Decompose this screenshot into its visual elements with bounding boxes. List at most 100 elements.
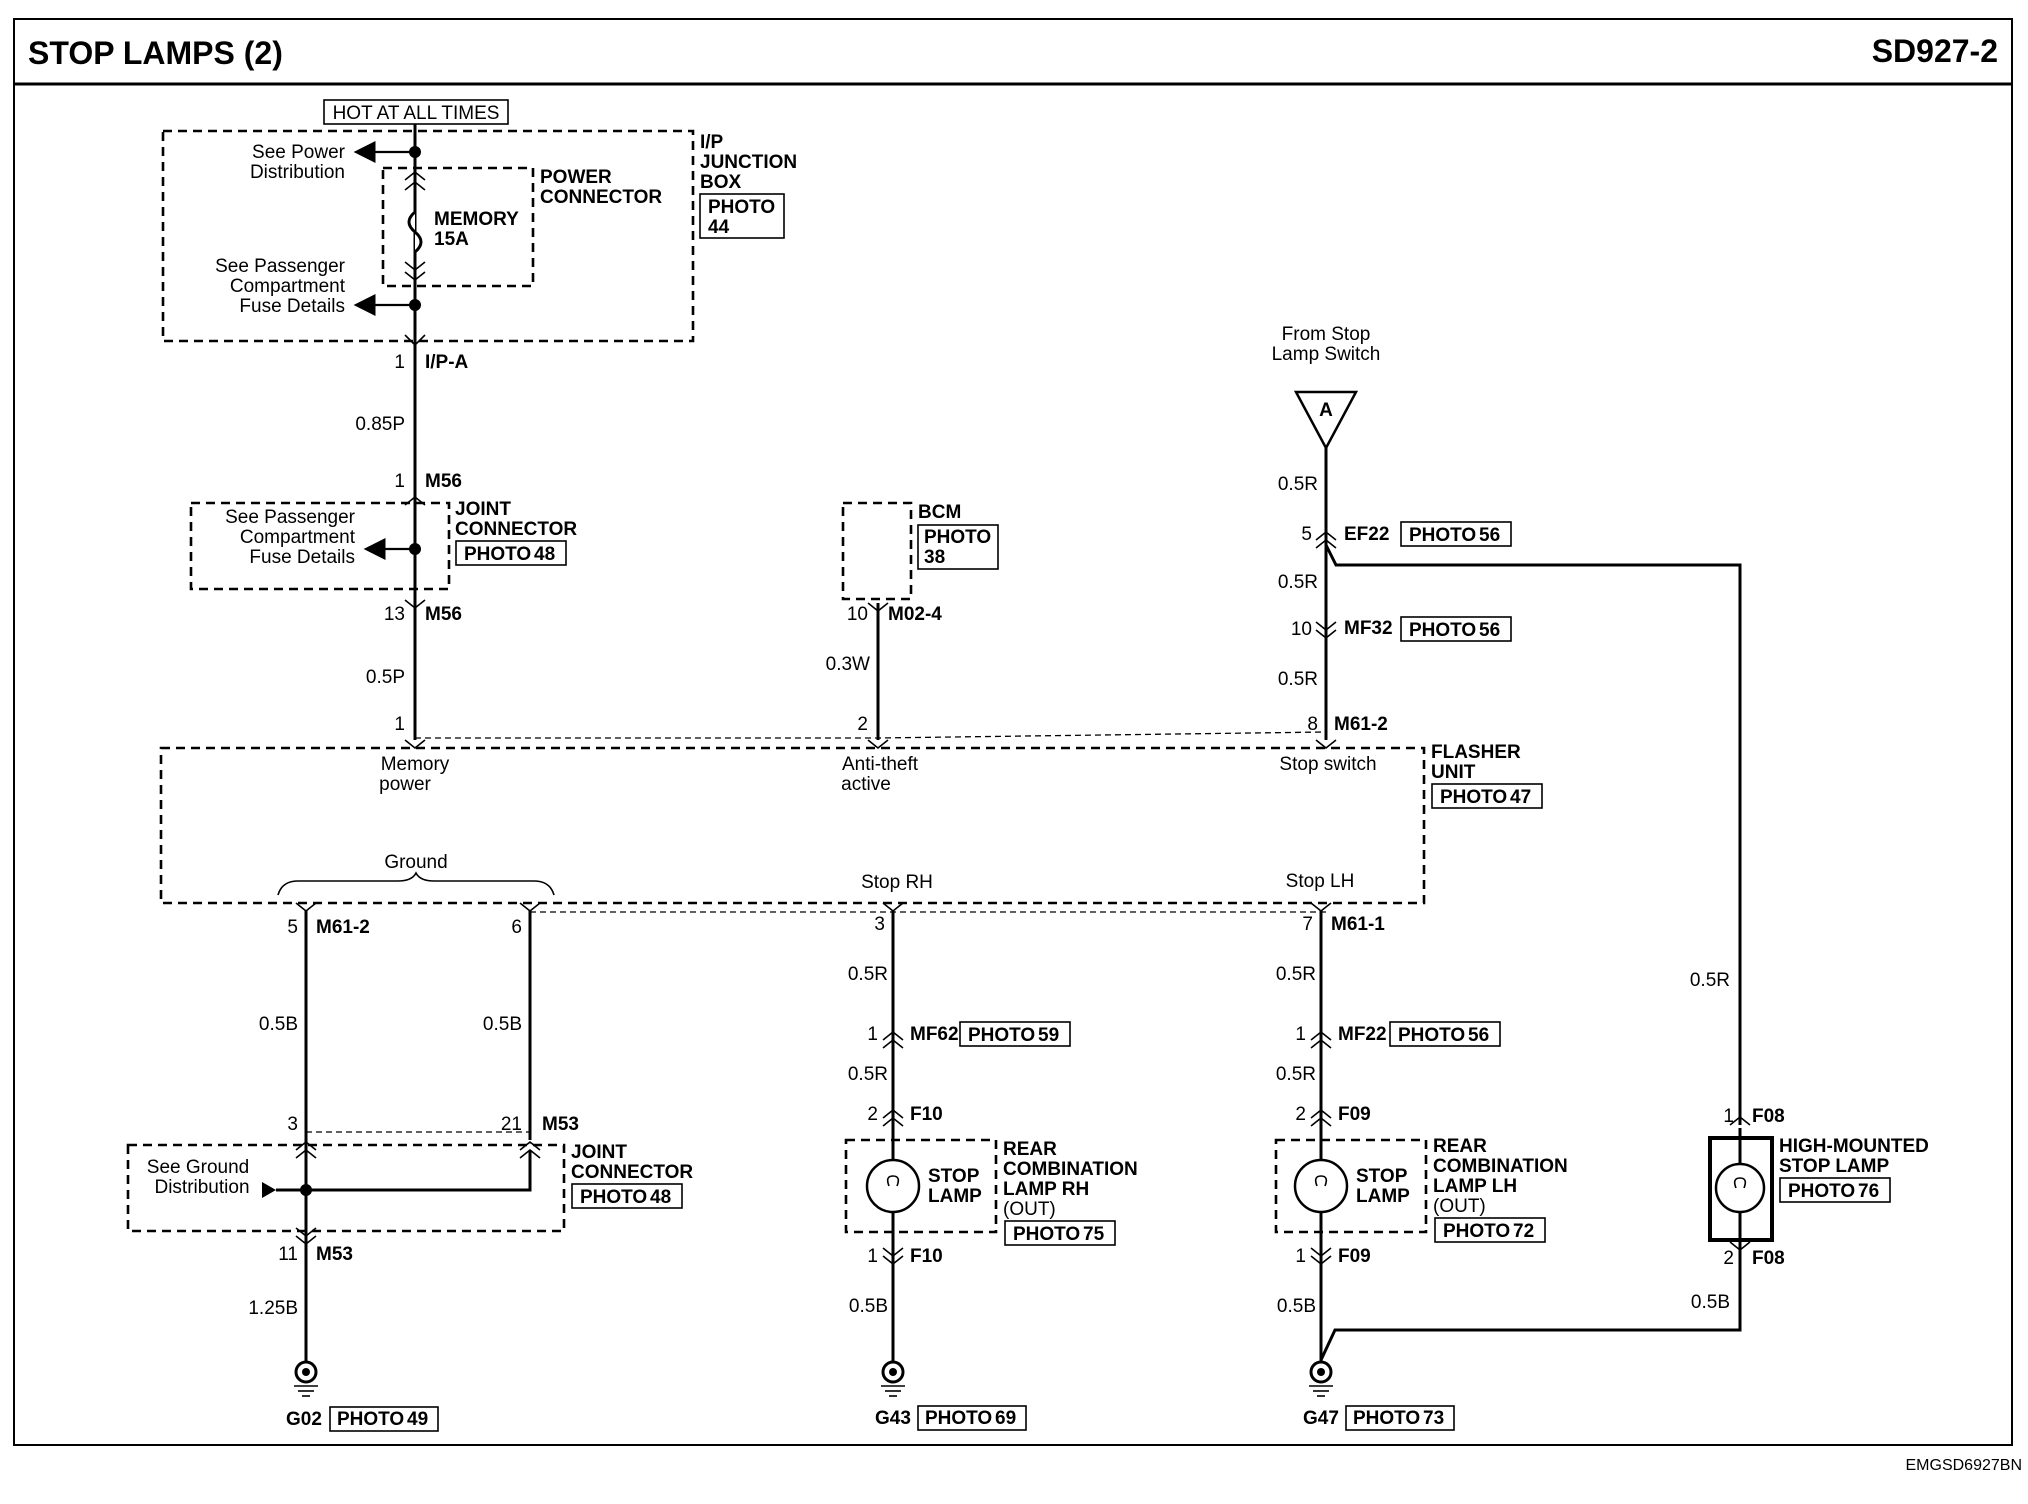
diagram-label: Distribution: [250, 162, 345, 183]
diagram-label: FLASHER: [1431, 742, 1521, 763]
diagram-label: 0.5P: [366, 667, 405, 688]
fuse-icon: [407, 210, 423, 254]
diagram-label: 0.5R: [1276, 1064, 1316, 1085]
diagram-label: Compartment: [240, 527, 356, 548]
diagram-label: F09: [1338, 1104, 1371, 1125]
connector-icon: [1315, 530, 1337, 549]
photo-badge: [917, 1405, 1027, 1431]
joint-connector-outline: [126, 1143, 566, 1233]
diagram-label: 0.5R: [848, 964, 888, 985]
diagram-label: M61-2: [316, 917, 370, 938]
ground-bracket: [277, 871, 555, 896]
connector-icon: [882, 1247, 904, 1266]
diagram-label: COMBINATION: [1433, 1156, 1568, 1177]
photo-badge: [1434, 1217, 1546, 1243]
diagram-label: 0.5B: [259, 1014, 298, 1035]
diagram-label: 0.5R: [1690, 970, 1730, 991]
connector-icon: [404, 739, 426, 750]
diagram-label: 10: [847, 604, 868, 625]
diagram-label: 2: [857, 714, 868, 735]
photo-badge: [571, 1183, 683, 1209]
diagram-label: 1: [867, 1024, 878, 1045]
diagram-label: Anti-theft: [842, 754, 919, 775]
diagram-label: 75: [1083, 1224, 1105, 1245]
power-connector-outline: [381, 166, 535, 288]
stop-switch-feed: From Stop Lamp Switch A 0.5R 5 EF22 PHOT…: [1272, 324, 1742, 1125]
diagram-label: MF62: [910, 1024, 959, 1045]
diagram-label: Distribution: [154, 1177, 249, 1198]
connector-icon: [404, 170, 426, 191]
diagram-label: 0.5B: [849, 1296, 888, 1317]
diagram-label: LAMP LH: [1433, 1176, 1517, 1197]
diagram-label: 1: [394, 352, 405, 373]
diagram-label: 48: [650, 1187, 671, 1208]
diagram-label: F08: [1752, 1248, 1785, 1269]
diagram-label: 2: [1295, 1104, 1306, 1125]
diagram-label: PHOTO: [968, 1025, 1035, 1046]
rear-combination-lamp-rh-outline: [844, 1138, 998, 1234]
diagram-label: G43: [875, 1408, 911, 1429]
photo-badge: [1400, 616, 1512, 642]
diagram-label: CONNECTOR: [455, 519, 577, 540]
diagram-frame: [13, 18, 2013, 1446]
diagram-label: (OUT): [1433, 1196, 1486, 1217]
hot-at-all-times-box: [323, 99, 509, 125]
diagram-label: 3: [874, 914, 885, 935]
diagram-label: STOP: [928, 1166, 980, 1187]
ground-g43-icon: [881, 1360, 905, 1397]
diagram-label: See Passenger: [215, 256, 346, 277]
diagram-label: M56: [425, 471, 462, 492]
ip-junction-box: HOT AT ALL TIMES I/P JUNCTION BOX PHOTO …: [161, 99, 797, 373]
diagram-label: 0.5R: [1278, 474, 1318, 495]
diagram-label: LAMP RH: [1003, 1179, 1089, 1200]
diagram-label: F10: [910, 1104, 943, 1125]
connector-icon: [1315, 621, 1337, 640]
diagram-label: 7: [1302, 914, 1313, 935]
hot-at-all-times-label: HOT AT ALL TIMES: [333, 103, 500, 124]
diagram-label: 0.5R: [848, 1064, 888, 1085]
diagram-label: PHOTO: [1013, 1224, 1080, 1245]
diagram-label: PHOTO: [337, 1409, 404, 1430]
rh-stop-lamp-circuit: 3 0.5R 1 MF62 PHOTO 59 0.5R 2 F10 STOP L…: [844, 902, 1138, 1431]
diagram-label: See Passenger: [225, 507, 356, 528]
diagram-label: Fuse Details: [239, 296, 345, 317]
stop-lamp-bulb-icon: [865, 1158, 921, 1214]
diagram-label: 48: [534, 544, 555, 565]
diagram-label: PHOTO: [1353, 1408, 1420, 1429]
ground-branch: 5 M61-2 6 0.5B 0.5B 3 21 M53 See Ground …: [126, 902, 693, 1432]
diagram-label: 76: [1858, 1181, 1879, 1202]
diagram-label: BCM: [918, 502, 961, 523]
diagram-label: 10: [1291, 619, 1312, 640]
joint-connector-outline: [189, 501, 451, 591]
diagram-label: PHOTO: [580, 1187, 647, 1208]
connector-icon: [404, 599, 426, 610]
connector-icon: [295, 1227, 317, 1246]
diagram-label: CONNECTOR: [540, 187, 662, 208]
diagram-label: STOP: [1356, 1166, 1408, 1187]
diagram-label: 1: [1295, 1246, 1306, 1267]
diagram-label: See Power: [252, 142, 346, 163]
diagram-label: 13: [384, 604, 405, 625]
photo-badge: [1004, 1220, 1116, 1246]
photo-badge: [1431, 783, 1543, 809]
diagram-label: REAR: [1433, 1136, 1487, 1157]
diagram-label: 56: [1468, 1025, 1489, 1046]
diagram-label: 38: [924, 547, 945, 568]
diagram-label: 15A: [434, 229, 469, 250]
memory-fuse-label: MEMORY: [434, 209, 519, 230]
diagram-label: 0.5B: [483, 1014, 522, 1035]
joint-connector-top: 0.85P 1 M56 See Passenger Compartment Fu…: [189, 355, 577, 740]
bcm-outline: [841, 501, 913, 601]
diagram-label: COMBINATION: [1003, 1159, 1138, 1180]
diagram-label: M61-1: [1331, 914, 1385, 935]
stop-lamp-bulb-icon: [1293, 1158, 1349, 1214]
diagram-label: M56: [425, 604, 462, 625]
diagram-label: PHOTO: [1440, 787, 1507, 808]
high-mounted-stop-lamp: 1 F08 HIGH-MOUNTED STOP LAMP PHOTO 76 2 …: [1691, 1106, 1929, 1313]
ground-distribution-arrow-icon: [262, 1182, 276, 1198]
diagram-label: JOINT: [571, 1142, 627, 1163]
diagram-label: A: [1319, 400, 1333, 421]
bcm: BCM PHOTO 38 10 M02-4 0.3W 2: [826, 501, 999, 740]
diagram-label: 0.85P: [355, 414, 405, 435]
diagram-label: 3: [287, 1114, 298, 1135]
